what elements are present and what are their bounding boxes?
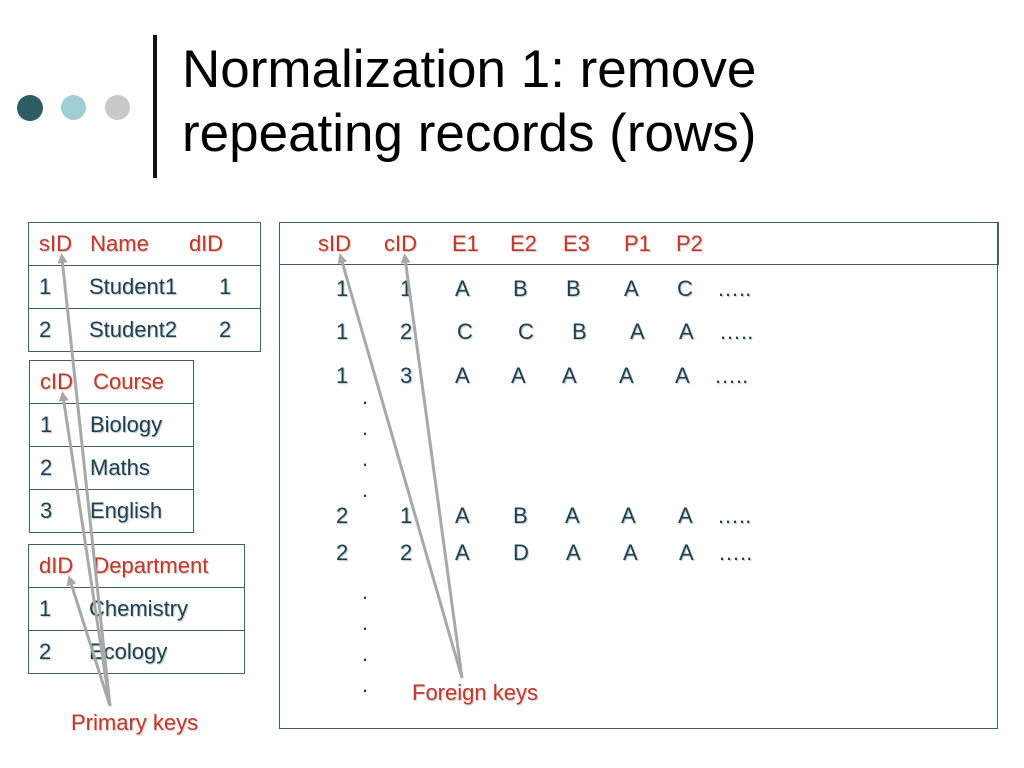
grades-header-sid: sID: [318, 231, 351, 256]
grade-ellipsis: …..: [717, 276, 752, 301]
grade-cell: B: [566, 276, 581, 301]
grade-cell: A: [679, 540, 694, 565]
grade-cell: D: [513, 540, 529, 565]
grade-cell: B: [513, 276, 528, 301]
grade-ellipsis: …..: [714, 363, 749, 388]
grade-ellipsis: …..: [718, 540, 753, 565]
cell-did: 1: [39, 596, 52, 621]
foreign-key-arrow-sid: [337, 253, 464, 679]
grade-cell: A: [621, 503, 636, 528]
header-cid: cID: [40, 369, 73, 394]
grade-cell: 1: [336, 319, 349, 344]
decor-dot-light: [61, 95, 86, 120]
grade-cell: B: [513, 503, 528, 528]
grade-cell: A: [679, 319, 694, 344]
ellipsis-dot: .: [362, 641, 369, 666]
grade-cell: C: [677, 276, 693, 301]
foreign-key-arrow-cid: [400, 253, 464, 679]
grade-cell: A: [566, 540, 581, 565]
grade-cell: A: [455, 276, 470, 301]
cell-name: Student2: [89, 317, 178, 342]
grade-cell: 2: [400, 540, 413, 565]
grade-cell: A: [624, 276, 639, 301]
grade-cell: A: [678, 503, 693, 528]
header-course: Course: [93, 369, 165, 394]
primary-key-arrow-did: [66, 575, 112, 707]
cell-did: 2: [219, 317, 232, 342]
header-did: dID: [39, 553, 74, 578]
grade-cell: A: [623, 540, 638, 565]
grade-ellipsis: …..: [717, 503, 752, 528]
table-row: 1 Chemistry: [28, 587, 245, 631]
grades-header-p2: P2: [676, 231, 703, 256]
grade-cell: C: [457, 319, 473, 344]
cell-cid: 3: [40, 498, 53, 523]
grade-cell: B: [572, 319, 587, 344]
title-line-2: repeating records (rows): [182, 104, 757, 163]
cell-course: Biology: [90, 412, 163, 437]
cell-sid: 1: [39, 274, 52, 299]
table-header-row: cID Course: [29, 360, 194, 404]
cell-cid: 1: [40, 412, 53, 437]
cell-did: 1: [219, 274, 232, 299]
cell-sid: 2: [39, 317, 52, 342]
grade-cell: 1: [400, 503, 413, 528]
ellipsis-dot: .: [362, 415, 369, 440]
cell-cid: 2: [40, 455, 53, 480]
ellipsis-dot: .: [362, 610, 369, 635]
title-divider: [153, 35, 157, 178]
decor-dot-gray: [105, 95, 130, 120]
grade-cell: 2: [336, 503, 349, 528]
ellipsis-dot: .: [362, 477, 369, 502]
grade-cell: 1: [336, 363, 349, 388]
decor-dot-dark: [17, 95, 43, 121]
grade-cell: A: [455, 503, 470, 528]
grade-cell: 2: [336, 540, 349, 565]
grade-ellipsis: …..: [719, 319, 754, 344]
ellipsis-dot: .: [362, 446, 369, 471]
grades-header-cid: cID: [384, 231, 417, 256]
header-did: dID: [188, 231, 224, 256]
grades-header-e3: E3: [563, 231, 590, 256]
grade-cell: A: [455, 363, 470, 388]
grade-cell: A: [455, 540, 470, 565]
ellipsis-dot: .: [362, 672, 369, 697]
grade-cell: A: [630, 319, 645, 344]
grade-cell: C: [518, 319, 534, 344]
grade-cell: 1: [336, 276, 349, 301]
table-row: 3 English: [29, 489, 194, 533]
grade-cell: 3: [400, 363, 413, 388]
grade-cell: A: [511, 363, 526, 388]
header-name: Name: [90, 231, 149, 256]
grade-cell: A: [675, 363, 690, 388]
grades-header-p1: P1: [624, 231, 651, 256]
grade-cell: 2: [400, 319, 413, 344]
ellipsis-dot: .: [362, 384, 369, 409]
cell-course: Maths: [90, 455, 150, 480]
cell-did: 2: [39, 639, 52, 664]
grades-header-row: [279, 222, 999, 265]
cell-course: English: [90, 498, 163, 523]
courses-table: cID Course 1 Biology 2 Maths 3 English: [29, 360, 194, 533]
table-header-row: dID Department: [28, 544, 245, 588]
foreign-keys-label: Foreign keys: [412, 680, 538, 705]
primary-key-arrow-cid: [58, 391, 112, 707]
cell-department: Chemistry: [89, 596, 189, 621]
ellipsis-dot: .: [362, 579, 369, 604]
title-line-1: Normalization 1: remove: [182, 40, 757, 99]
cell-name: Student1: [89, 274, 178, 299]
header-sid: sID: [39, 231, 72, 256]
primary-key-arrow-sid: [57, 253, 112, 707]
grades-header-e2: E2: [510, 231, 537, 256]
slide-title: Normalization 1: remove repeating record…: [182, 38, 756, 166]
grade-cell: A: [619, 363, 634, 388]
header-department: Department: [93, 553, 209, 578]
grade-cell: A: [562, 363, 577, 388]
primary-keys-label: Primary keys: [71, 710, 199, 735]
grade-cell: A: [565, 503, 580, 528]
grades-header-e1: E1: [452, 231, 479, 256]
